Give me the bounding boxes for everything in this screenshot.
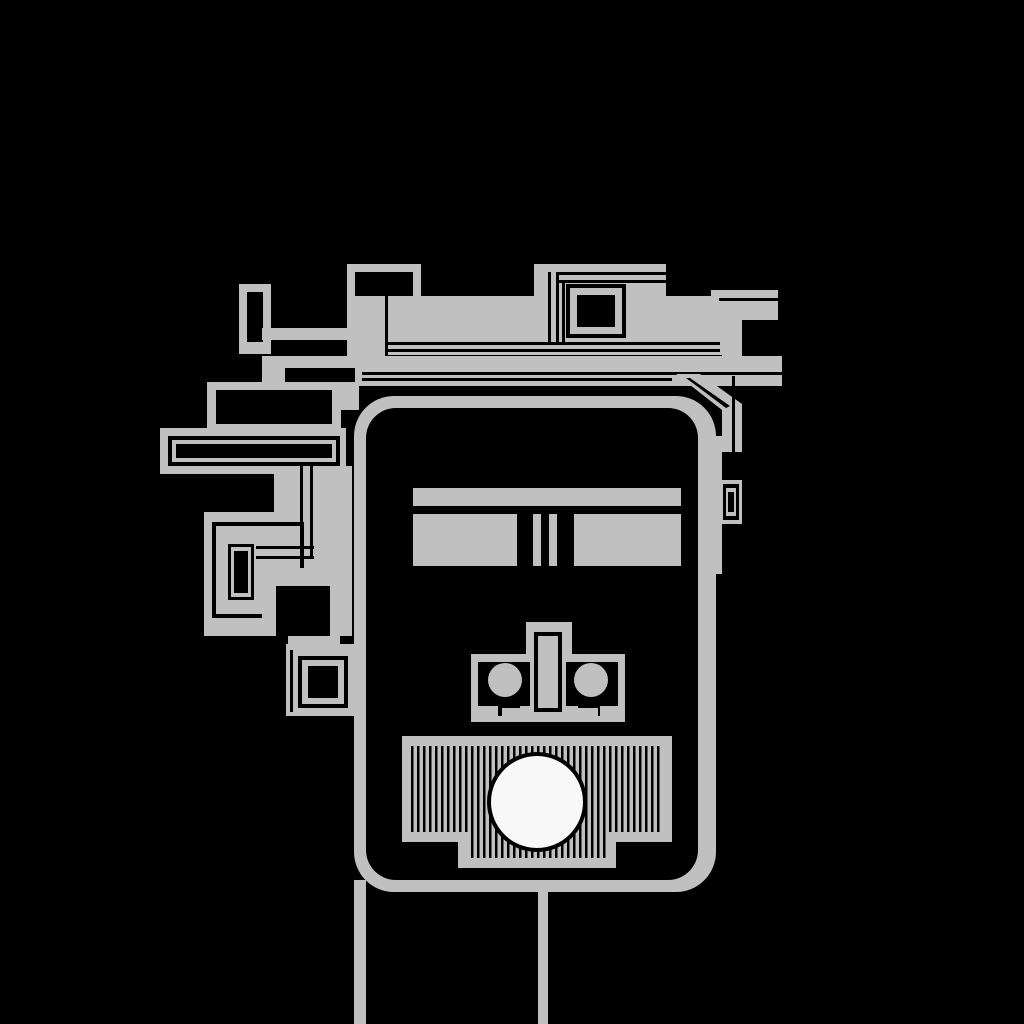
grille-line [423, 746, 426, 832]
left-lower-square [308, 666, 338, 698]
grille-line [417, 746, 420, 832]
right-diagonal-feed [676, 374, 742, 452]
nose [471, 622, 625, 722]
grille-line [435, 746, 438, 832]
right-nostril [574, 663, 608, 697]
top-right-stem [722, 318, 742, 360]
left-nostril [488, 663, 522, 697]
nose-bridge-left [533, 514, 541, 566]
right-diagonal-line [732, 376, 735, 454]
grille-line [651, 746, 654, 832]
grille-line [429, 746, 432, 832]
top-block-b-line1 [556, 272, 666, 275]
top-plate-bus1 [388, 342, 720, 345]
grille-line [411, 746, 414, 832]
top-plate-vline2 [556, 272, 559, 342]
left-lower-line [290, 650, 293, 712]
grille-line [447, 746, 450, 832]
top-right-block [711, 290, 778, 320]
right-eye [574, 514, 681, 566]
grille-line [477, 746, 480, 858]
brow-bar [413, 488, 681, 506]
grille-line [441, 746, 444, 832]
grille-line [453, 746, 456, 832]
grille-line [657, 746, 660, 832]
top-block-a-wire [385, 296, 388, 358]
left-stair-wire4 [256, 556, 314, 559]
top-block-b-square [577, 295, 615, 327]
top-block-a-slot [355, 272, 413, 296]
grille-line [621, 746, 624, 832]
left-stair-wire3 [256, 546, 314, 549]
left-block-b-slot [216, 390, 332, 424]
nostril-tab-left [502, 708, 520, 716]
grille-line [465, 746, 468, 832]
grille-line [603, 746, 606, 858]
top-plate-vline3 [562, 280, 565, 342]
grille-line [639, 746, 642, 832]
nose-bridge-right [549, 514, 557, 566]
top-plate-bus2 [388, 349, 720, 352]
nose-column-core [538, 636, 558, 708]
grille-line [591, 746, 594, 858]
head-body [354, 396, 716, 1024]
grille-line [459, 746, 462, 832]
left-upper-slot [285, 368, 355, 382]
neck-wire-center [538, 890, 548, 1024]
top-long-bus-line2 [362, 378, 672, 381]
grille-line [483, 746, 486, 858]
top-left-tab-slot [247, 292, 263, 342]
top-long-bus-line1 [362, 372, 782, 375]
left-circuit-cluster [160, 366, 359, 716]
grille-line [615, 746, 618, 832]
left-small-box-slot [234, 551, 248, 593]
top-right-block-line [719, 298, 778, 301]
left-eye [413, 514, 517, 566]
nostril-tab-right [578, 708, 598, 716]
mouth-light [491, 756, 583, 848]
right-connector-slot [728, 492, 734, 512]
top-block-b-line2 [556, 280, 666, 283]
grille-line [597, 746, 600, 858]
top-plate-vline1 [548, 272, 551, 342]
grille-line [633, 746, 636, 832]
left-long-bar-slot [176, 444, 332, 458]
left-cutout-mask [204, 636, 288, 716]
grille-line [645, 746, 648, 832]
grille-line [609, 746, 612, 832]
neck-wire-left [354, 880, 366, 1024]
grille-line [471, 746, 474, 858]
left-stair-wire1 [300, 466, 303, 526]
grille-line [627, 746, 630, 832]
left-cutout [276, 586, 330, 636]
left-stair-wire2 [310, 466, 313, 556]
mouth [402, 736, 672, 868]
right-diagonal-line2 [686, 378, 730, 408]
